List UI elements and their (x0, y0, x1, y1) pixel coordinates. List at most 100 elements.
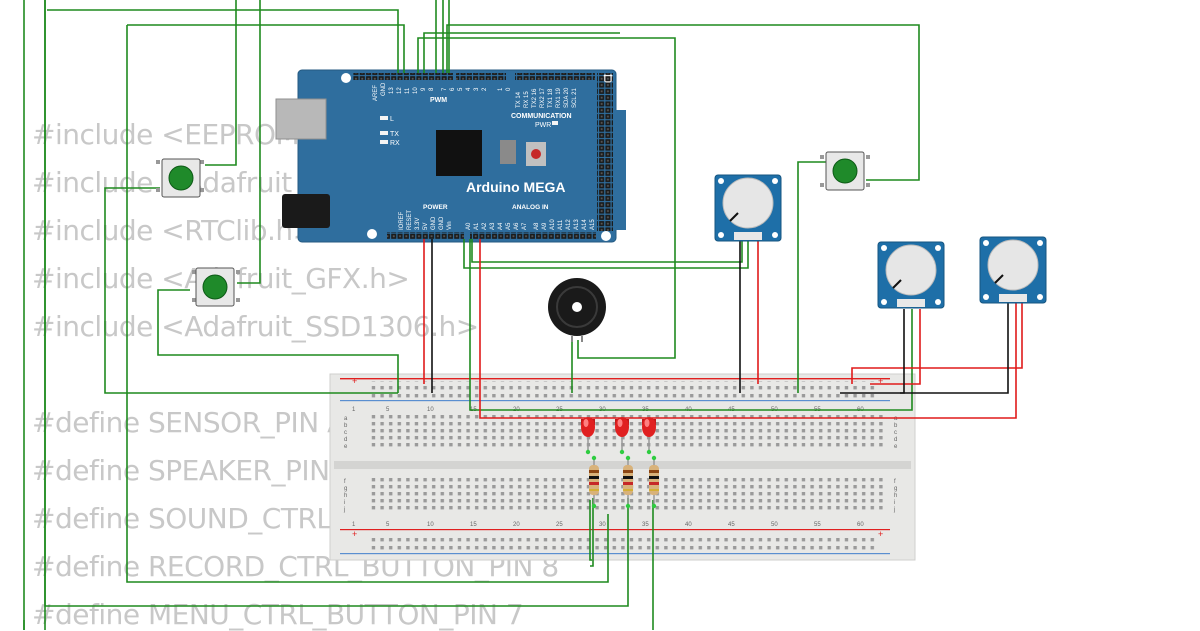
arduino-mega-board: L TX RX PWR PWM COMMUNICATION POWER ANAL… (275, 69, 626, 243)
pin-label: A4 (498, 222, 504, 230)
led-l-icon (380, 116, 388, 120)
column-number: 20 (513, 522, 520, 528)
power-jack (282, 194, 330, 228)
column-number: 10 (427, 522, 434, 528)
column-number: 45 (728, 522, 735, 528)
pin-label: 10 (413, 87, 419, 94)
analog-header (470, 232, 596, 239)
pin-label: A12 (566, 219, 572, 230)
pin-label: 13 (389, 87, 395, 94)
pin-label: GND (431, 216, 437, 230)
potentiometer (877, 241, 945, 309)
push-button (156, 158, 204, 198)
button-cap (832, 158, 858, 184)
wire-green (237, 0, 261, 284)
led (581, 417, 595, 450)
digital-header (456, 73, 506, 80)
column-number: 5 (386, 522, 390, 528)
wire-green (157, 289, 399, 393)
code-line: #include <Adafruit_SSD1306.h> (32, 310, 479, 343)
row-letter: c (344, 430, 347, 436)
power-rail-blue-line (340, 400, 890, 402)
pin-label: 9 (421, 87, 427, 91)
pin-label: TX2 16 (532, 88, 538, 108)
pin-label: A3 (490, 222, 496, 230)
column-number: 30 (599, 522, 606, 528)
pin-label: 1 (498, 87, 504, 91)
mounting-hole (601, 231, 611, 241)
wire-green (797, 161, 826, 393)
button-cap (202, 274, 228, 300)
row-letter: b (894, 423, 898, 429)
pin-label: GND (439, 216, 445, 230)
pin-label: A13 (574, 219, 580, 230)
row-letter: j (343, 507, 345, 513)
row-letter: c (894, 430, 897, 436)
wire-red (870, 309, 921, 385)
wire-green (471, 239, 743, 263)
pin-label: 5 (458, 87, 464, 91)
wire-green (469, 239, 913, 411)
row-letter: h (344, 493, 347, 499)
led (615, 417, 629, 450)
board-name: Arduino MEGA (466, 179, 566, 195)
wires (23, 0, 1023, 630)
column-number: 40 (685, 522, 692, 528)
mounting-hole (367, 229, 377, 239)
analog-in-label: ANALOG IN (512, 204, 549, 211)
pin-label: AREF (373, 85, 379, 101)
pin-label: RX1 19 (556, 87, 562, 108)
connection-points (585, 449, 657, 509)
comm-header (515, 73, 595, 80)
row-letter: j (893, 507, 895, 513)
pin-label: A7 (522, 222, 528, 230)
reset-button-cap (531, 149, 541, 159)
digital-header (353, 73, 453, 80)
rail-plus-label: + (878, 376, 883, 386)
wire-green (205, 0, 237, 166)
top-power-rail (368, 381, 878, 398)
icsp-header (500, 140, 516, 164)
resistor (589, 456, 599, 508)
digital-side-header (597, 73, 613, 231)
wire-green (44, 0, 629, 607)
wire-green (463, 239, 749, 269)
potentiometer (979, 236, 1047, 304)
power-header (387, 232, 464, 239)
code-line: #define SPEAKER_PIN 9 (32, 454, 356, 487)
pin-label: A8 (534, 222, 540, 230)
code-line: #include <RTClib.h> (32, 214, 316, 247)
pin-label: SDA 20 (564, 87, 570, 108)
row-letter: f (894, 479, 896, 485)
pin-label: 7 (442, 87, 448, 91)
pin-label: A6 (514, 222, 520, 230)
resistor (623, 456, 633, 508)
row-letter: e (894, 444, 898, 450)
column-number: 35 (642, 522, 649, 528)
pin-label: 3.3V (415, 218, 421, 230)
push-button (192, 267, 240, 307)
pin-label: A2 (482, 222, 488, 230)
column-number: 1 (352, 407, 356, 413)
row-letter: g (894, 486, 897, 492)
code-line: #define SENSOR_PIN A0 (32, 406, 364, 439)
pin-label: RESET (407, 210, 413, 230)
wire-red (479, 239, 1017, 419)
potentiometer (714, 174, 782, 242)
resistor (649, 456, 659, 508)
communication-label: COMMUNICATION (511, 113, 572, 120)
bottom-power-rail (368, 534, 878, 551)
wire-green (127, 24, 405, 73)
button-cap (168, 165, 194, 191)
led-pwr-icon (552, 121, 558, 125)
mounting-hole (341, 73, 351, 83)
wire-green (446, 24, 920, 181)
wire-green (590, 498, 594, 567)
led-tx-icon (380, 131, 388, 135)
pin-label: A9 (542, 222, 548, 230)
rail-plus-label: + (352, 529, 357, 539)
pin-label: 3 (474, 87, 480, 91)
pwm-label: PWM (430, 97, 447, 104)
pin-label: 4 (466, 87, 472, 91)
wire-green (47, 9, 399, 73)
